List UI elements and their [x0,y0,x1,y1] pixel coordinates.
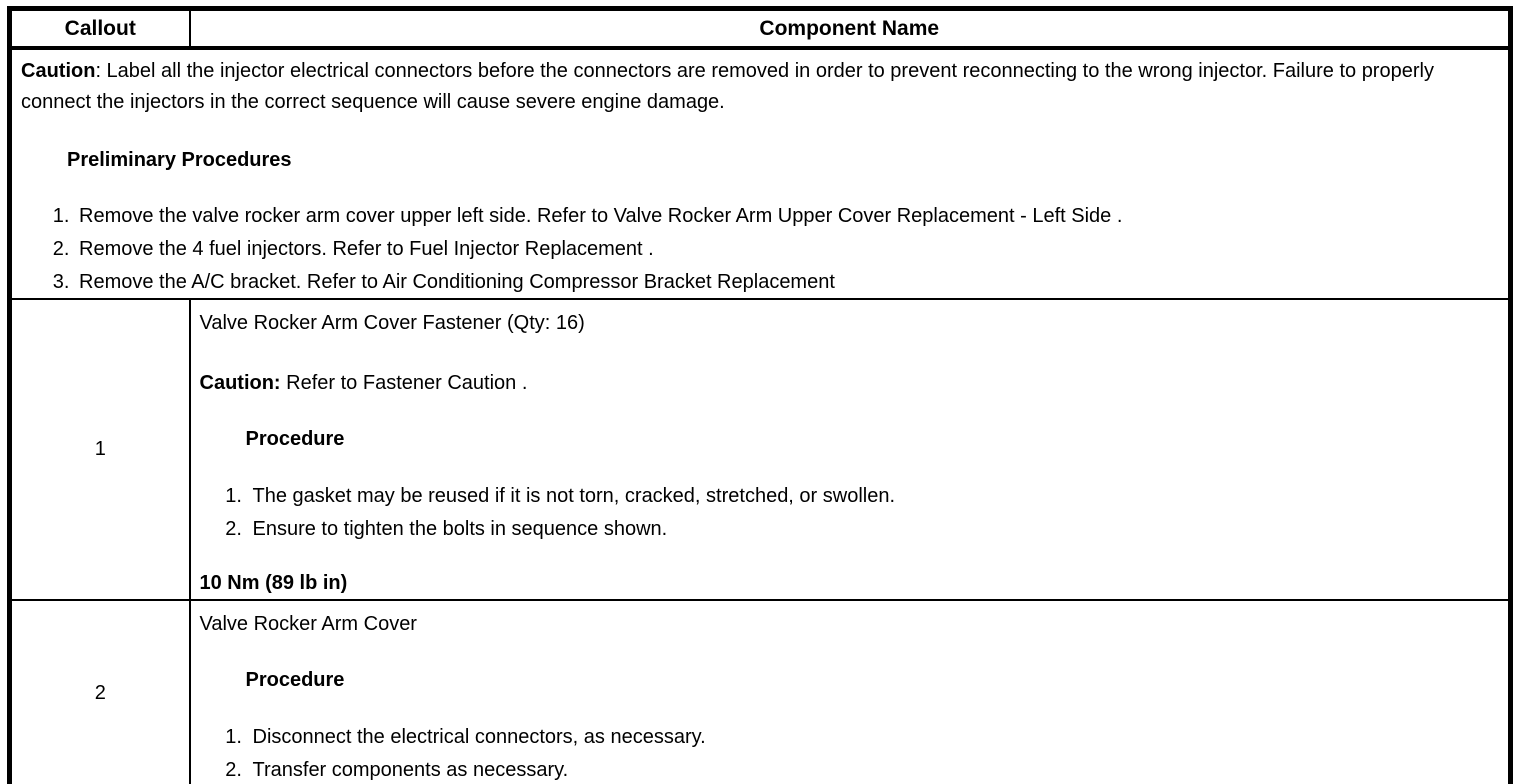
caution-label: Caution [21,60,96,82]
component-cell-2: Valve Rocker Arm Cover Procedure Disconn… [188,599,1512,784]
component-cell-1: Valve Rocker Arm Cover Fastener (Qty: 16… [188,298,1512,601]
preliminary-procedures-heading: Preliminary Procedures [67,149,292,171]
procedure-steps-list: The gasket may be reused if it is not to… [200,481,1497,545]
table-header-row: Callout Component Name [8,7,1512,50]
procedure-step: Transfer components as necessary. [248,755,1497,784]
preliminary-step: Remove the 4 fuel injectors. Refer to Fu… [75,234,1496,265]
header-callout: Callout [8,7,191,50]
procedure-steps-list: Disconnect the electrical connectors, as… [200,722,1497,784]
caution-text: Refer to Fastener Caution . [280,372,528,394]
procedure-step: The gasket may be reused if it is not to… [248,481,1497,512]
component-title: Valve Rocker Arm Cover [199,613,417,635]
header-component-name: Component Name [188,7,1512,50]
table-row: 1 Valve Rocker Arm Cover Fastener (Qty: … [8,298,1512,601]
caution-paragraph: Caution: Label all the injector electric… [21,56,1496,118]
procedure-heading: Procedure [245,669,345,691]
callout-number-2: 2 [8,599,191,784]
procedure-heading: Procedure [245,428,345,450]
callout-number-1: 1 [8,298,191,601]
component-callout-table: Callout Component Name Caution: Label al… [7,6,1513,784]
component-title: Valve Rocker Arm Cover Fastener (Qty: 16… [199,312,585,334]
preliminary-cell: Caution: Label all the injector electric… [8,47,1512,300]
preliminary-step: Remove the valve rocker arm cover upper … [75,201,1496,232]
table-row: 2 Valve Rocker Arm Cover Procedure Disco… [8,599,1512,784]
procedure-step: Ensure to tighten the bolts in sequence … [248,514,1497,545]
procedure-step: Disconnect the electrical connectors, as… [248,722,1497,753]
preliminary-steps-list: Remove the valve rocker arm cover upper … [21,201,1496,298]
preliminary-step: Remove the A/C bracket. Refer to Air Con… [75,267,1496,298]
caution-label: Caution: [199,372,281,394]
preliminary-row: Caution: Label all the injector electric… [8,47,1512,300]
torque-spec: 10 Nm (89 lb in) [199,572,348,594]
caution-text: : Label all the injector electrical conn… [21,60,1434,113]
caution-paragraph: Caution: Refer to Fastener Caution . [200,368,1497,399]
